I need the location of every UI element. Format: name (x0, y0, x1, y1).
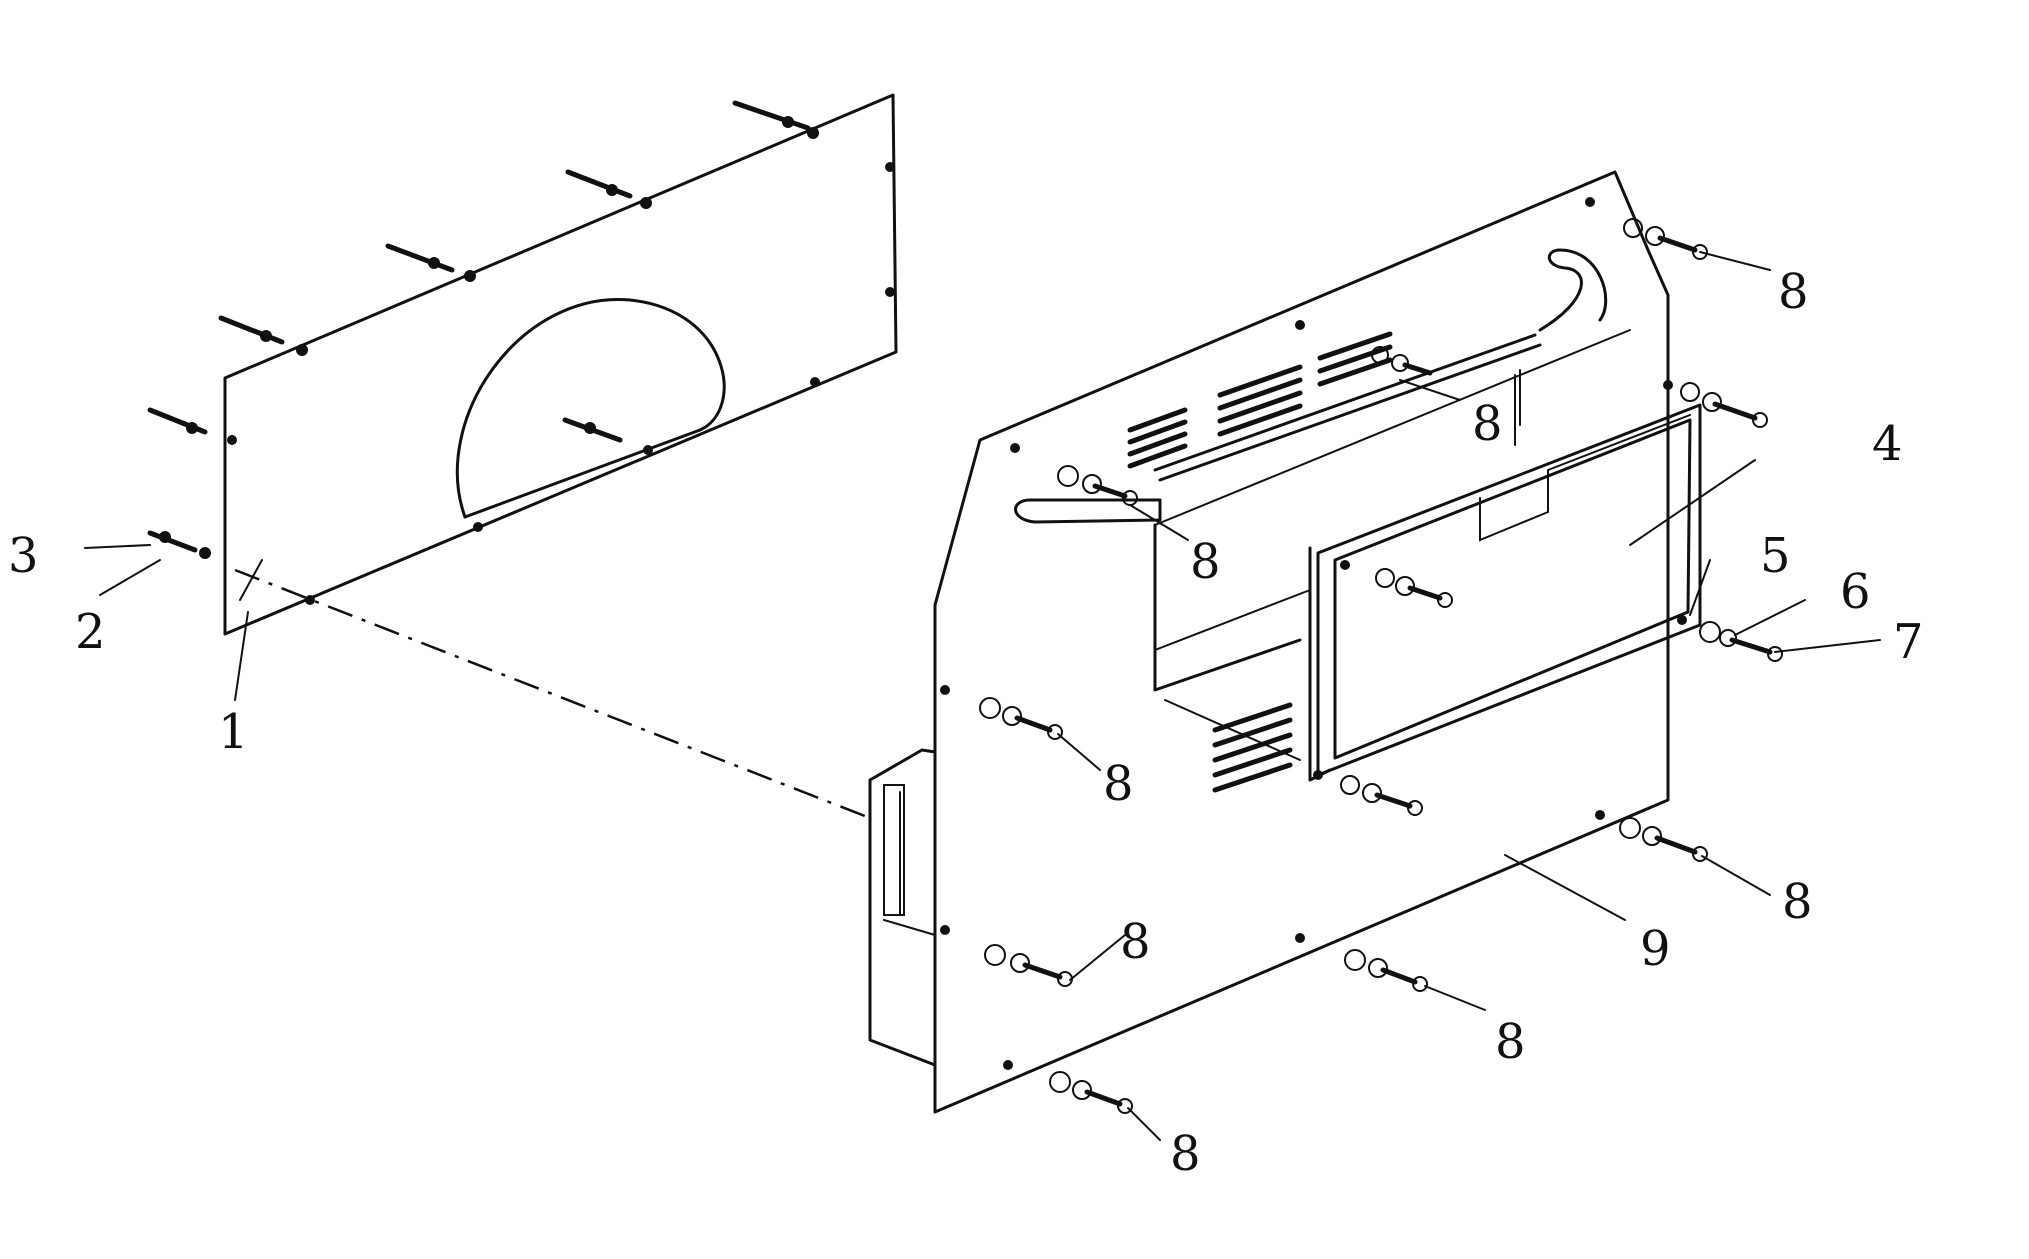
housing-outline (933, 170, 1670, 1114)
access-panel-part-4 (1308, 403, 1702, 782)
bolt (218, 315, 308, 356)
access-panel-frame-outer (1316, 403, 1702, 777)
alignment-centerline (234, 568, 871, 820)
inner-compartment-top (1154, 329, 1631, 526)
bolt-8-upper-mid (1295, 320, 1433, 376)
pipe-left (1014, 498, 1162, 524)
label-7: 7 (1893, 614, 1924, 670)
side-box-slot (883, 784, 905, 916)
pipe-top (1538, 248, 1608, 332)
side-box-top (868, 748, 937, 782)
bolt-8-bottom-right (1595, 810, 1708, 862)
label-3: 3 (8, 528, 39, 584)
label-8-bottom-left: 8 (1170, 1126, 1201, 1182)
bolt-right-side (1663, 380, 1768, 428)
bolt-8-upper-left (1010, 443, 1138, 506)
bolt-8-left-upper (940, 685, 1063, 740)
label-9: 9 (1640, 921, 1671, 977)
bolt (732, 100, 819, 139)
inner-compartment-floor (1164, 699, 1301, 761)
semicircle-base-rail (463, 428, 702, 519)
bolt-8-top-right (1585, 197, 1708, 260)
bolt-row-left-panel (147, 100, 895, 605)
bolt-8-left-lower (940, 925, 1073, 987)
side-box-outline (868, 778, 937, 1067)
bolt (147, 407, 237, 445)
bolt-5-6-7 (1677, 615, 1783, 662)
bolt (385, 243, 476, 282)
label-8-top-right: 8 (1778, 264, 1809, 320)
bolt (147, 530, 211, 559)
access-panel-frame-inner (1333, 418, 1692, 760)
bolt-8-bottom-mid (1295, 933, 1428, 992)
label-8-upper-left: 8 (1190, 534, 1221, 590)
vent-lower (1212, 702, 1293, 793)
hole (885, 162, 895, 172)
plate-tab (239, 559, 263, 601)
label-2: 2 (75, 604, 106, 660)
label-8-upper-mid: 8 (1472, 396, 1503, 452)
hole (810, 377, 820, 387)
label-8-bottom-mid: 8 (1495, 1014, 1526, 1070)
label-5: 5 (1760, 528, 1791, 584)
label-6: 6 (1840, 564, 1871, 620)
bolt-panel-left-bottom (1313, 770, 1423, 816)
cover-plate-semicircle (455, 298, 726, 519)
inner-compartment-shelf (1154, 589, 1311, 651)
label-8-left-lower: 8 (1120, 914, 1151, 970)
label-8-left-upper: 8 (1103, 756, 1134, 812)
vent-upper-3 (1317, 331, 1393, 387)
pipe-rail (1153, 333, 1542, 482)
bolt-panel-left-top (1340, 560, 1453, 608)
hole (473, 522, 483, 532)
bolt (565, 169, 652, 209)
hole (305, 595, 315, 605)
inner-compartment-left (1153, 523, 1302, 692)
label-1: 1 (218, 704, 249, 760)
side-box-edge (883, 919, 936, 936)
label-4: 4 (1872, 416, 1903, 472)
cover-plate-outline (223, 93, 898, 636)
label-8-bottom-right: 8 (1782, 874, 1813, 930)
leader-lines (84, 251, 1881, 1141)
bolt-8-bottom-left (1003, 1060, 1133, 1114)
part-labels: 3 2 1 4 5 6 7 8 8 8 8 8 8 8 8 9 (8, 264, 1924, 1182)
vent-upper-2 (1217, 364, 1303, 437)
access-panel-notch (1479, 414, 1691, 542)
bolts-housing (940, 197, 1783, 1114)
cover-plate-part-1 (223, 93, 898, 636)
hole (885, 287, 895, 297)
access-panel-edge (1308, 546, 1332, 782)
bolt (562, 417, 653, 455)
housing-part-9 (868, 170, 1670, 1114)
vent-upper-1 (1127, 407, 1188, 469)
